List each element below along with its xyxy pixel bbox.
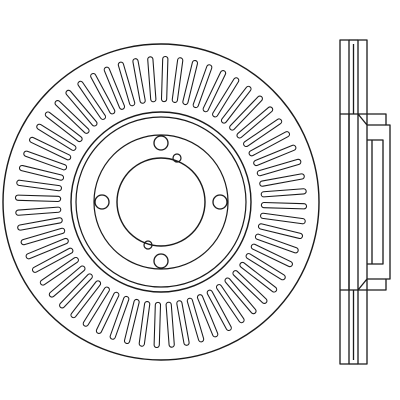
stud-hole [212,194,228,210]
cooling-slot [259,173,305,187]
cooling-slot [232,270,268,304]
cooling-slot [165,301,175,348]
hat-section [340,113,391,291]
cooling-slot [182,59,198,106]
cooling-slot [260,212,306,225]
outer-friction-plate [339,39,350,365]
hat-outer-edge [70,111,252,293]
stud-hole [153,253,169,269]
cooling-slot [192,64,213,109]
cooling-slot [39,256,79,286]
cooling-slot [224,277,257,315]
cooling-slot [48,265,86,298]
cooling-slot [239,261,278,293]
hub-face-ring [93,134,229,270]
cooling-slot [236,106,274,139]
disc-outer-edge [2,43,320,361]
cooling-slot [25,237,69,260]
front-view [2,43,320,361]
cooling-slot [186,297,205,343]
cooling-slot [103,66,126,110]
cooling-slot [250,243,293,268]
cooling-slot [256,158,302,177]
cooling-slot [90,73,116,115]
stud-hole [94,194,110,210]
hat-chamfer [357,113,368,291]
hub-face [367,139,384,265]
cooling-slot [95,291,120,334]
cooling-slot [23,150,68,171]
cooling-slot [160,55,169,103]
cooling-slot [215,284,245,324]
cooling-slot [36,123,77,151]
cooling-slot [212,77,240,118]
cooling-slot [153,301,162,349]
cooling-slot [220,85,252,124]
cooling-slot [59,273,93,309]
cooling-slot [248,131,290,157]
cooling-slot [65,89,98,127]
center-bore [116,157,206,247]
cooling-slot [196,294,219,338]
cooling-slot [243,118,283,148]
cooling-slots [14,55,308,349]
stud-hole [153,135,169,151]
cooling-slot [176,300,190,346]
cooling-slot [44,111,83,143]
locating-hole [172,153,182,163]
side-section-view [339,39,391,365]
cooling-slot [132,58,146,104]
cooling-slot [109,295,130,340]
cooling-slot [82,286,110,327]
cooling-slot [171,57,184,103]
cooling-slot [32,247,74,273]
cooling-slot [17,217,63,231]
hat-wall [367,124,386,280]
cooling-slot [138,301,151,347]
cooling-slot [260,201,308,210]
cooling-slot [147,56,157,103]
cooling-slot [15,206,62,216]
cooling-slot [206,289,232,331]
cooling-slot [16,179,62,192]
cooling-slot [18,165,65,181]
cooling-slot [14,194,62,203]
cooling-slot [20,227,66,246]
cooling-slot [117,61,136,107]
cooling-slot [260,188,307,198]
cooling-slot [257,223,304,239]
inner-friction-plate [357,39,368,365]
cooling-slot [254,233,299,254]
hat-inner-edge [75,116,247,288]
cooling-slot [54,100,90,134]
cooling-slot [124,298,140,345]
cooling-slot [253,144,297,167]
cooling-slot [229,95,263,131]
cooling-slot [70,280,102,319]
cooling-slot [77,80,107,120]
cooling-slot [29,136,72,161]
cooling-slot [202,70,227,113]
locating-hole [143,240,153,250]
cooling-slot [245,253,286,281]
